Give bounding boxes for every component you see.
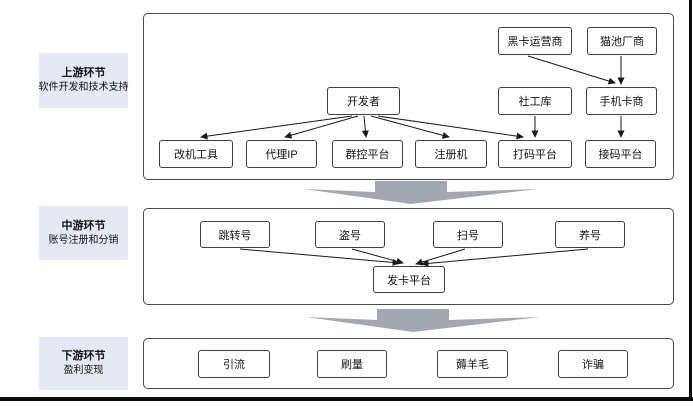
arrow-developer-to-registration-bot [370, 115, 450, 139]
node-sms-code-platform: 接码平台 [585, 140, 656, 168]
node-proxy-ip: 代理IP [246, 140, 317, 168]
arrow-redirect-account-to-card-selling-platform [239, 248, 400, 266]
arrow-developer-to-proxy-ip [284, 115, 359, 139]
arrow-developer-to-device-modification-tool [200, 115, 353, 140]
document-border-bottom [0, 397, 693, 401]
arrow-account-farming-to-card-selling-platform [421, 248, 589, 267]
node-account-farming: 养号 [555, 221, 625, 248]
node-bonus-hunting: 薅羊毛 [437, 350, 508, 378]
node-group-control-platform: 群控平台 [332, 140, 403, 168]
arrow-account-scanning-to-card-selling-platform [415, 248, 466, 266]
node-device-modification-tool: 改机工具 [159, 140, 233, 168]
node-developer: 开发者 [327, 87, 400, 115]
node-card-selling-platform: 发卡平台 [373, 266, 445, 293]
stage-subtitle-midstream: 账号注册和分销 [48, 234, 119, 246]
node-account-scanning: 扫号 [433, 221, 503, 248]
stage-title-midstream: 中游环节 [61, 219, 106, 232]
node-social-engineering-db: 社工库 [498, 87, 572, 115]
node-phone-card-vendor: 手机卡商 [586, 87, 657, 115]
node-redirect-account: 跳转号 [200, 221, 270, 248]
arrow-developer-to-group-control-platform [361, 115, 369, 138]
stage-title-upstream: 上游环节 [61, 67, 106, 80]
flow-arrow-midstream-to-downstream [306, 309, 540, 332]
stage-label-upstream: 上游环节 软件开发和技术支持 [38, 53, 129, 108]
node-modem-pool-vendor: 猫池厂商 [587, 27, 657, 55]
stage-title-downstream: 下游环节 [61, 350, 106, 363]
node-click-farming: 刷量 [317, 350, 387, 378]
stage-label-downstream: 下游环节 盈利变现 [39, 337, 128, 390]
node-account-theft: 盗号 [315, 221, 385, 248]
node-black-card-operator: 黑卡运营商 [498, 27, 572, 55]
stage-subtitle-downstream: 盈利变现 [63, 365, 104, 377]
node-fraud: 诈骗 [558, 350, 628, 378]
document-border-right [689, 0, 692, 401]
arrow-black-card-operator-to-phone-card-vendor [527, 55, 616, 85]
arrow-account-theft-to-card-selling-platform [351, 248, 404, 265]
stage-label-midstream: 中游环节 账号注册和分销 [39, 206, 128, 260]
node-registration-bot: 注册机 [415, 140, 487, 168]
node-traffic-generation: 引流 [198, 350, 270, 378]
node-captcha-solving-platform: 打码平台 [498, 140, 572, 168]
flow-arrow-upstream-to-midstream [304, 181, 538, 204]
arrow-developer-to-captcha-solving-platform [377, 115, 524, 140]
stage-subtitle-upstream: 软件开发和技术支持 [38, 82, 129, 94]
